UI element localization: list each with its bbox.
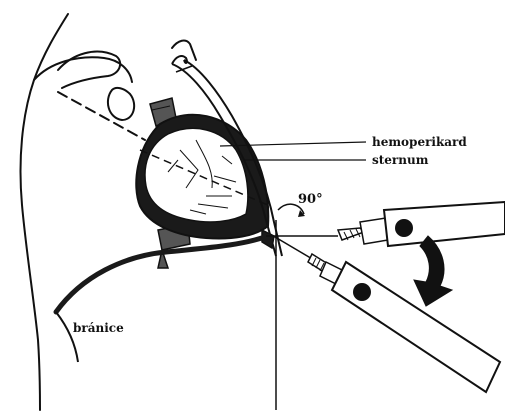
label-sternum: sternum: [372, 154, 428, 166]
label-hemopericardium: hemoperikard: [372, 136, 467, 148]
syringe-angled: [270, 234, 500, 392]
label-angle: 90°: [298, 193, 323, 206]
humerus-head: [108, 88, 134, 120]
torso-outline: [21, 14, 69, 410]
rotation-arrow: [414, 236, 452, 306]
label-diaphragm: bránice: [73, 322, 124, 334]
syringe-horizontal: [266, 202, 505, 246]
